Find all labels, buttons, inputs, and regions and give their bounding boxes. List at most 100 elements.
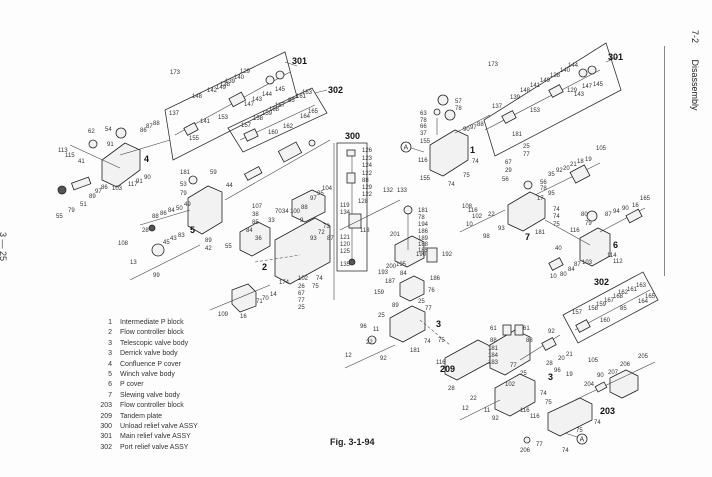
part-label: 75 [545, 400, 552, 406]
part-label: 90 [144, 175, 151, 181]
part-label: 88 [153, 121, 160, 127]
part-label: 149 [540, 78, 551, 84]
part-label: 100 [290, 209, 301, 215]
part-label: 62 [88, 129, 95, 135]
oring-part [308, 139, 316, 147]
block-6-p-cover: 6 80 79 87 94 90 16 165 116 40 112 103 1… [544, 196, 651, 280]
axis-line [454, 114, 491, 134]
spring-part [243, 166, 263, 181]
part-labels-301-right: 173 144 140 138 149 141 148 139 137 153 … [488, 62, 604, 138]
spool-line [69, 144, 121, 169]
part-label: 77 [523, 152, 530, 158]
part-label: 116 [468, 208, 478, 214]
part-label: 88 [152, 214, 159, 220]
part-label: 88 [526, 338, 533, 344]
part-label: 75 [438, 338, 445, 344]
part-label: 86 [101, 185, 108, 191]
marker-label: A [580, 437, 585, 444]
part-label: 113 [58, 148, 68, 154]
part-label: 70 [262, 296, 269, 302]
block-4-body [101, 142, 141, 188]
end-cover [231, 283, 257, 313]
part-label: 119 [340, 203, 350, 209]
part-label: 88 [490, 338, 497, 344]
part-label: 25 [378, 313, 385, 319]
block-7-body [507, 191, 546, 232]
part-label: 194 [418, 222, 429, 228]
part-label: 86 [160, 211, 167, 217]
part-label: 163 [636, 283, 647, 289]
legend-item-name: P cover [120, 381, 144, 389]
legend-item-name: Intermediate P block [120, 319, 184, 326]
nut-part [578, 68, 588, 78]
part-label: 87 [574, 262, 581, 268]
spool-chain-upper-middle [224, 139, 331, 201]
part-label: 79 [585, 221, 592, 227]
part-label: 158 [253, 116, 264, 122]
legend-item-number: 301 [100, 433, 112, 441]
part-label: 103 [582, 260, 593, 266]
part-label: 87 [327, 236, 334, 242]
part-label: 16 [632, 203, 639, 209]
block-1-body [429, 129, 469, 177]
legend-item-name: Telescopic valve body [120, 339, 189, 347]
part-labels-300: 126 123 124 122 88 129 122 128 119 134 1… [340, 148, 408, 268]
legend-item-name: Unload relief valve ASSY [120, 423, 198, 431]
part-label: 189 [418, 236, 429, 242]
part-label: 25 [298, 305, 305, 311]
spool-line [459, 399, 501, 421]
part-label: 161 [296, 94, 307, 100]
part-label: 164 [638, 299, 649, 305]
plug-part [188, 175, 198, 185]
part-label: 89 [89, 194, 96, 200]
part-label: 84 [168, 208, 175, 214]
spool-line [129, 244, 201, 281]
assy-301b-frame [483, 42, 622, 157]
part-label: 38 [252, 212, 259, 218]
part-label: 108 [118, 241, 129, 247]
valve-body [348, 213, 362, 229]
part-label: 74 [316, 276, 323, 282]
part-label: 88 [477, 122, 484, 128]
callout-302-right: 302 [594, 277, 609, 287]
part-label: 74 [553, 207, 560, 213]
legend-item-number: 4 [108, 360, 112, 368]
part-label: 35 [317, 191, 324, 197]
part-label: 164 [300, 114, 311, 120]
part-label: 143 [252, 97, 263, 103]
page-number: 3 — 25 [0, 232, 8, 262]
part-label: 128 [358, 199, 369, 205]
plug-part [523, 436, 531, 444]
part-label: 84 [400, 271, 407, 277]
part-label: 158 [588, 306, 599, 312]
part-label: 167 [275, 103, 286, 109]
cap-block-206 [609, 369, 639, 399]
part-label: 143 [574, 92, 585, 98]
assy-300-frame [336, 142, 368, 272]
part-label: 78 [418, 215, 425, 221]
part-label: 29 [505, 168, 512, 174]
legend-item-name: Flow controller block [120, 329, 184, 337]
part-label: 56 [502, 177, 509, 183]
cap-part [625, 208, 643, 224]
part-label: 93 [310, 236, 317, 242]
part-label: 120 [340, 242, 351, 248]
legend-item-name: Tandem plate [120, 412, 163, 420]
poppet-part [183, 122, 199, 136]
callout-block-2: 2 [262, 262, 267, 272]
part-label: 117 [128, 182, 138, 188]
part-label: 22 [488, 212, 495, 218]
part-labels-block-7: 25 77 67 29 56 56 78 105 18 19 21 20 92 … [462, 144, 607, 240]
sub-block [291, 189, 326, 223]
part-label: 18 [577, 159, 584, 165]
part-label: 80 [581, 212, 588, 218]
part-label: 53 [180, 182, 187, 188]
spool-line [344, 344, 396, 369]
part-label: 140 [234, 75, 245, 81]
part-label: 75 [312, 284, 319, 290]
assy-302-frame [227, 87, 328, 153]
callout-block-7: 7 [525, 232, 530, 242]
